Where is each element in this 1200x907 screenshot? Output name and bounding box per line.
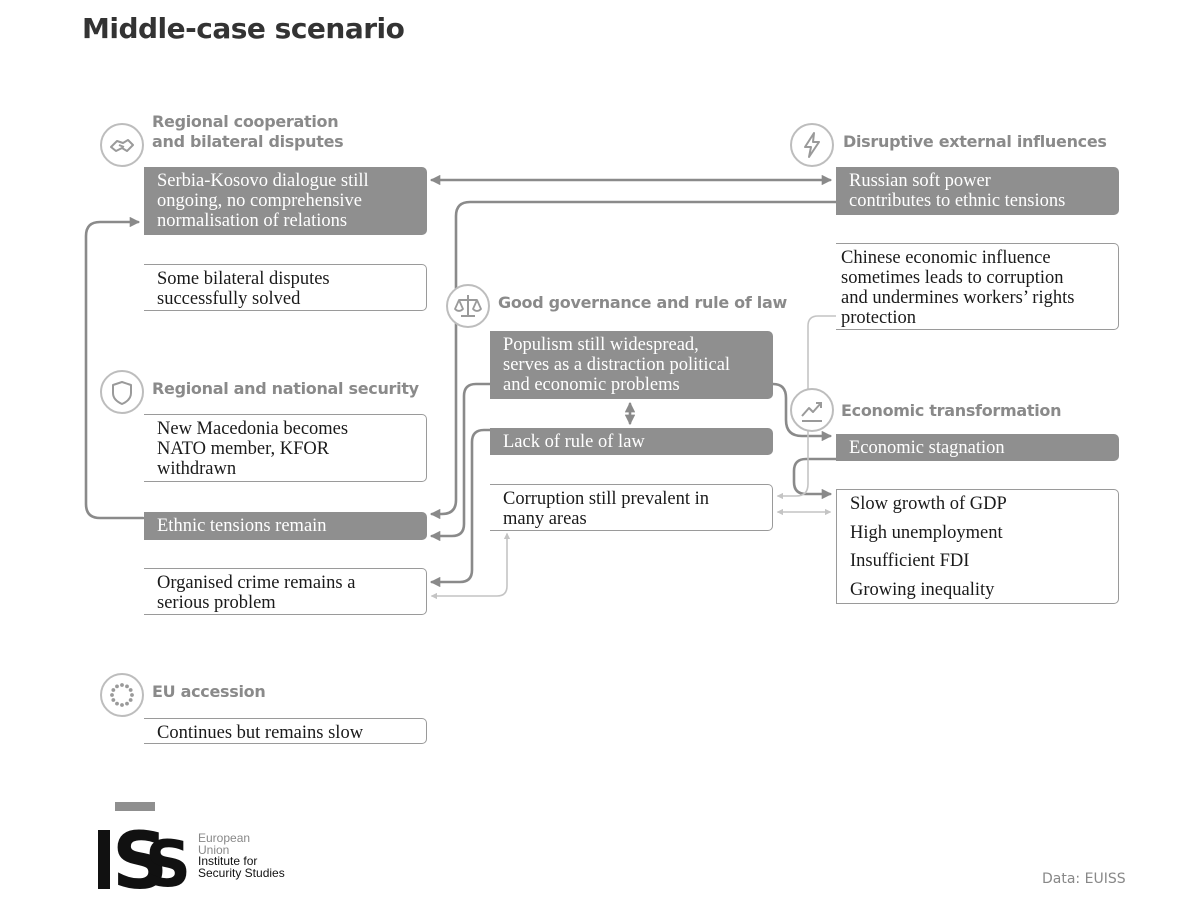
arrow-stagnation-to-list [792, 457, 838, 500]
item-serbia-kosovo-dialogue: Serbia-Kosovo dialogue still ongoing, no… [144, 167, 427, 235]
item-corruption: Corruption still prevalent in many areas [490, 484, 773, 531]
section-heading-governance: Good governance and rule of law [498, 293, 787, 312]
shield-icon [100, 370, 144, 414]
item-bilateral-disputes: Some bilateral disputes successfully sol… [144, 264, 427, 311]
section-heading-external: Disruptive external influences [843, 132, 1107, 151]
lightning-icon [790, 123, 834, 167]
item-macedonia-nato: New Macedonia becomes NATO member, KFOR … [144, 414, 427, 482]
eu-star [115, 684, 119, 689]
item-populism: Populism still widespread, serves as a d… [490, 331, 773, 399]
logo-mark-s1: S [112, 817, 168, 896]
item-eu-accession-slow: Continues but remains slow [144, 718, 427, 744]
euiss-logo: S S [98, 802, 191, 896]
handshake-icon [100, 123, 144, 167]
eu-star [115, 701, 119, 706]
item-economic-stagnation: Economic stagnation [836, 434, 1119, 461]
arrow-corruption-to-crime [430, 532, 511, 600]
trend-chart-icon [790, 388, 834, 432]
section-heading-regional-cooperation: Regional cooperation and bilateral dispu… [152, 112, 344, 151]
eu-star [111, 698, 116, 702]
item-russian-soft-power: Russian soft power contributes to ethnic… [836, 167, 1119, 215]
indicator-unemployment: High unemployment [850, 522, 1003, 543]
arrow-ethnic-to-serbia [84, 216, 145, 520]
eu-star [125, 684, 129, 689]
eu-star [125, 701, 129, 706]
section-heading-economic: Economic transformation [841, 401, 1062, 420]
arrow-russia-to-ethnic [429, 200, 838, 520]
eu-star [128, 688, 133, 692]
item-organised-crime: Organised crime remains a serious proble… [144, 568, 427, 615]
arrow-ruleoflaw-to-crime [429, 428, 492, 588]
eu-star [120, 683, 124, 687]
eu-star [128, 698, 133, 702]
item-economic-indicators-list: Slow growth of GDP High unemployment Ins… [836, 489, 1119, 604]
item-ethnic-tensions: Ethnic tensions remain [144, 512, 427, 540]
source-note: Data: EUISS [1042, 871, 1126, 887]
logo-text: European Union Institute for Security St… [198, 831, 285, 880]
scales-icon [446, 284, 490, 328]
eu-star [120, 703, 124, 707]
arrow-populism-to-stagnation [771, 382, 833, 442]
eu-star [130, 693, 134, 697]
eu-star [111, 688, 116, 692]
section-heading-security: Regional and national security [152, 379, 419, 398]
item-chinese-influence: Chinese economic influence sometimes lea… [836, 243, 1119, 330]
indicator-inequality: Growing inequality [850, 579, 995, 600]
section-heading-eu-accession: EU accession [152, 682, 266, 701]
logo-mark-s2: S [145, 828, 191, 896]
indicator-fdi: Insufficient FDI [850, 551, 970, 571]
eu-star [110, 693, 114, 697]
eu-stars-icon [100, 673, 144, 717]
page-title: Middle-case scenario [82, 12, 405, 45]
indicator-gdp: Slow growth of GDP [850, 494, 1007, 514]
item-lack-rule-of-law: Lack of rule of law [490, 428, 773, 455]
